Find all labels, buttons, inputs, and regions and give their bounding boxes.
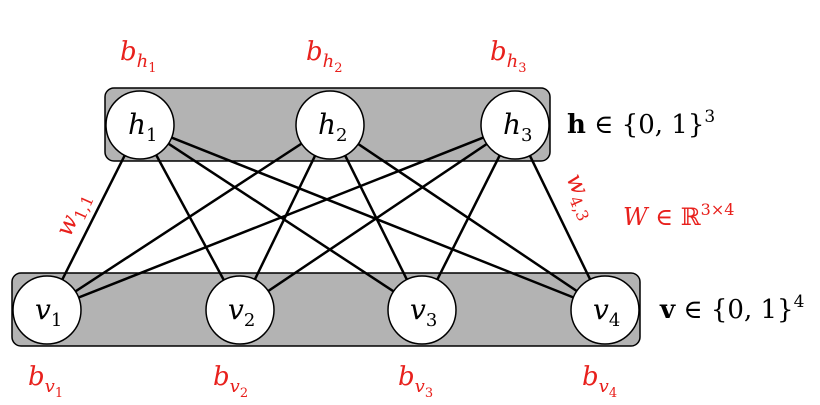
visible-node-label: v4 — [593, 293, 620, 331]
hidden-layer-set: ∈ {0, 1} — [586, 110, 704, 140]
hidden-bias-subsub: 3 — [518, 61, 526, 76]
visible-bias-sub: v — [415, 376, 425, 397]
hidden-node-label-base: h — [503, 108, 521, 141]
visible-bias-subsub: 3 — [425, 386, 433, 401]
visible-node-label-sub: 3 — [426, 310, 437, 331]
hidden-bias-sub: h — [323, 51, 335, 72]
hidden-bias-sub: h — [137, 51, 149, 72]
hidden-node-label-base: h — [318, 108, 336, 141]
visible-layer-set: ∈ {0, 1} — [675, 295, 793, 325]
visible-node-label: v1 — [35, 293, 62, 331]
hidden-node-label: h2 — [318, 108, 348, 146]
visible-node-v2: v2 — [205, 275, 275, 345]
hidden-layer-symbol: h — [567, 110, 586, 140]
weight-matrix-set: ∈ ℝ — [648, 203, 702, 231]
hidden-bias-base: b — [120, 37, 137, 67]
hidden-bias-label-1: bh1 — [120, 37, 157, 76]
hidden-node-label-base: h — [128, 108, 146, 141]
visible-node-label-base: v — [35, 293, 51, 326]
visible-bias-base: b — [213, 362, 230, 392]
edge-h3-v2 — [239, 123, 516, 312]
hidden-bias-subsub: 2 — [334, 61, 342, 76]
visible-node-circle — [570, 275, 640, 345]
visible-bias-subsub: 1 — [55, 386, 63, 401]
visible-bias-label-4: bv4 — [582, 362, 617, 401]
visible-node-v1: v1 — [12, 275, 82, 345]
visible-bias-base: b — [582, 362, 599, 392]
hidden-bias-base: b — [306, 37, 323, 67]
hidden-node-h1: h1 — [105, 90, 175, 160]
visible-node-circle — [12, 275, 82, 345]
hidden-node-label-sub: 3 — [521, 125, 532, 146]
hidden-bias-base: b — [490, 37, 507, 67]
visible-bias-subsub: 4 — [609, 386, 617, 401]
hidden-node-label: h3 — [503, 108, 533, 146]
hidden-node-label-sub: 2 — [336, 125, 347, 146]
hidden-node-h3: h3 — [480, 90, 550, 160]
visible-node-label-base: v — [593, 293, 609, 326]
visible-node-label: v2 — [228, 293, 255, 331]
hidden-node-circle — [480, 90, 550, 160]
visible-bias-base: b — [28, 362, 45, 392]
visible-bias-base: b — [398, 362, 415, 392]
visible-node-circle — [205, 275, 275, 345]
visible-node-label-sub: 2 — [244, 310, 255, 331]
visible-node-label-base: v — [228, 293, 244, 326]
visible-bias-sub: v — [230, 376, 240, 397]
visible-layer-label: v ∈ {0, 1}4 — [659, 292, 804, 325]
weight-matrix-label: W ∈ ℝ3×4 — [623, 200, 734, 231]
hidden-node-h2: h2 — [295, 90, 365, 160]
hidden-layer-label: h ∈ {0, 1}3 — [567, 107, 715, 140]
visible-bias-sub: v — [599, 376, 609, 397]
visible-node-v3: v3 — [387, 275, 457, 345]
visible-layer-dim: 4 — [794, 292, 805, 312]
visible-node-circle — [387, 275, 457, 345]
visible-node-v4: v4 — [570, 275, 640, 345]
visible-node-label-sub: 4 — [609, 310, 620, 331]
hidden-node-circle — [105, 90, 175, 160]
hidden-bias-label-2: bh2 — [306, 37, 343, 76]
visible-node-label-sub: 1 — [51, 310, 62, 331]
edge-h1-v4 — [139, 123, 606, 312]
visible-bias-subsub: 2 — [240, 386, 248, 401]
hidden-layer-dim: 3 — [704, 107, 715, 127]
visible-bias-label-3: bv3 — [398, 362, 433, 401]
weight-label-w43: w4,3 — [557, 169, 605, 224]
weight-label-w11: w1,1 — [50, 187, 98, 242]
hidden-bias-subsub: 1 — [148, 61, 156, 76]
hidden-node-label-sub: 1 — [146, 125, 157, 146]
weight-matrix-dims: 3×4 — [701, 200, 735, 219]
hidden-node-label: h1 — [128, 108, 158, 146]
visible-layer-band — [11, 272, 641, 347]
edge-h2-v1 — [46, 123, 331, 312]
visible-bias-sub: v — [45, 376, 55, 397]
hidden-node-circle — [295, 90, 365, 160]
hidden-bias-label-3: bh3 — [490, 37, 527, 76]
weight-matrix-symbol: W — [623, 203, 650, 231]
visible-node-label: v3 — [410, 293, 437, 331]
visible-node-label-base: v — [410, 293, 426, 326]
edge-h3-v1 — [46, 123, 516, 312]
visible-bias-label-2: bv2 — [213, 362, 248, 401]
visible-layer-symbol: v — [659, 295, 676, 325]
visible-bias-label-1: bv1 — [28, 362, 63, 401]
hidden-bias-sub: h — [507, 51, 519, 72]
